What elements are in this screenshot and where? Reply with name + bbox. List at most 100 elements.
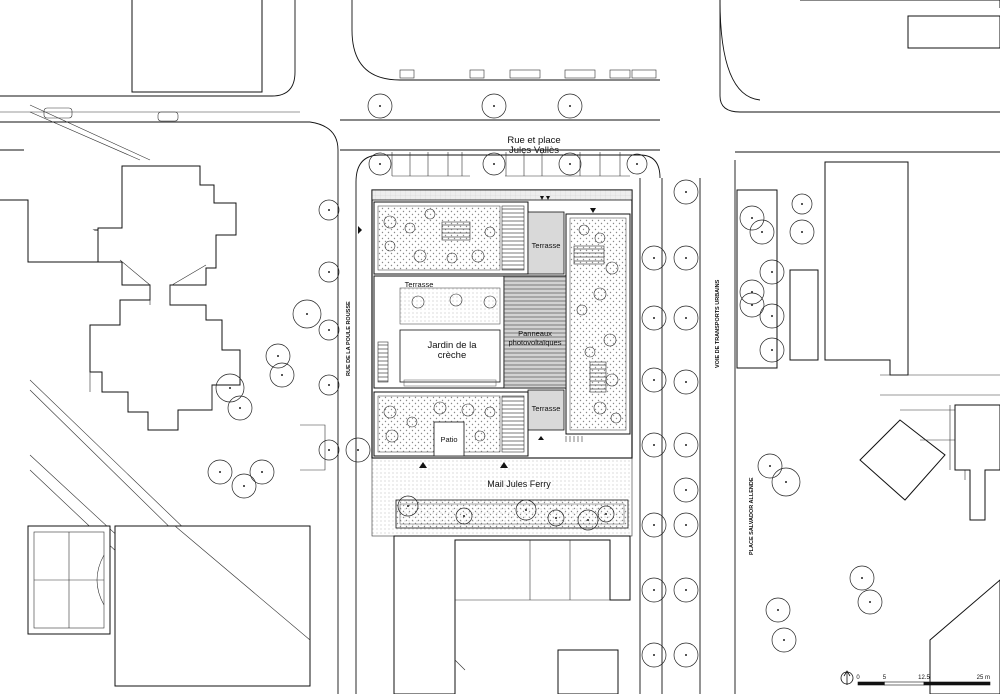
tree-icon xyxy=(641,305,667,331)
tree-trunk xyxy=(328,384,330,386)
tree-trunk xyxy=(357,449,359,451)
tree-trunk xyxy=(685,191,687,193)
tree-icon xyxy=(757,453,783,479)
label-street-top-1: Rue et place xyxy=(507,135,560,146)
label-panels-1: Panneaux xyxy=(518,329,552,338)
tree-icon xyxy=(292,299,322,329)
bush-icon xyxy=(411,295,425,309)
tree-trunk xyxy=(277,355,279,357)
tree-icon xyxy=(482,152,506,176)
tree-trunk xyxy=(771,349,773,351)
tree-trunk xyxy=(685,524,687,526)
tree-trunk xyxy=(243,485,245,487)
tree-trunk xyxy=(229,387,231,389)
tree-trunk xyxy=(636,163,638,165)
tree-icon xyxy=(318,374,340,396)
label-street-top-2: Jules Vallès xyxy=(509,145,559,156)
tree-trunk xyxy=(653,524,655,526)
tree-icon xyxy=(641,512,667,538)
bush-icon xyxy=(603,333,617,347)
tree-trunk xyxy=(281,374,283,376)
tree-trunk xyxy=(777,609,779,611)
tree-trunk xyxy=(785,481,787,483)
scale-segment xyxy=(923,681,991,686)
bush-icon xyxy=(461,403,475,417)
bush-icon xyxy=(605,373,619,387)
tree-icon xyxy=(318,439,340,461)
tree-icon xyxy=(759,259,785,285)
bush-icon xyxy=(446,252,458,264)
bush-icon xyxy=(484,406,496,418)
label-terrace-top-right: Terrasse xyxy=(532,241,561,250)
tree-trunk xyxy=(605,513,607,515)
tree-trunk xyxy=(685,589,687,591)
tree-trunk xyxy=(685,654,687,656)
bush-icon xyxy=(384,240,396,252)
tree-trunk xyxy=(587,519,589,521)
tree-trunk xyxy=(751,217,753,219)
bush-icon xyxy=(433,401,447,415)
tree-trunk xyxy=(493,105,495,107)
tree-trunk xyxy=(525,509,527,511)
tree-icon xyxy=(577,509,599,531)
tree-trunk xyxy=(685,381,687,383)
tree-icon xyxy=(558,152,582,176)
tree-icon xyxy=(673,179,699,205)
tree-trunk xyxy=(771,271,773,273)
tree-icon xyxy=(857,589,883,615)
tree-icon xyxy=(739,292,765,318)
tree-trunk xyxy=(328,329,330,331)
tree-icon xyxy=(673,642,699,668)
bush-icon xyxy=(449,293,463,307)
tree-icon xyxy=(547,509,565,527)
tree-icon xyxy=(515,499,537,521)
bush-icon xyxy=(593,401,607,415)
bush-icon xyxy=(578,224,590,236)
bush-icon xyxy=(594,232,606,244)
tree-icon xyxy=(231,473,257,499)
tree-icon xyxy=(455,507,473,525)
vehicles xyxy=(43,107,179,122)
tree-trunk xyxy=(379,105,381,107)
label-street-right: VOIE DE TRANSPORTS URBAINS xyxy=(715,279,721,368)
tree-icon xyxy=(673,432,699,458)
label-place-right: PLACE SALVADOR ALLENDE xyxy=(749,477,755,555)
street-furniture-top xyxy=(391,69,657,177)
scale-segment xyxy=(884,681,925,686)
tree-icon xyxy=(597,505,615,523)
tree-trunk xyxy=(306,313,308,315)
scale-tick-label: 0 xyxy=(856,675,860,681)
tree-icon xyxy=(641,367,667,393)
tree-icon xyxy=(771,627,797,653)
tree-icon xyxy=(789,219,815,245)
tree-trunk xyxy=(239,407,241,409)
tree-trunk xyxy=(771,315,773,317)
label-panels-2: photovoltaïques xyxy=(509,338,562,347)
tree-trunk xyxy=(769,465,771,467)
mall-pavement xyxy=(371,457,633,537)
bush-icon xyxy=(584,346,596,358)
tree-icon xyxy=(759,303,785,329)
scale-segment xyxy=(857,681,885,686)
tree-icon xyxy=(765,597,791,623)
tree-trunk xyxy=(569,105,571,107)
tree-icon xyxy=(749,219,775,245)
tree-icon xyxy=(673,512,699,538)
bush-icon xyxy=(383,405,397,419)
bush-icon xyxy=(424,208,436,220)
tree-icon xyxy=(641,432,667,458)
tree-icon xyxy=(557,93,583,119)
bush-icon xyxy=(471,249,485,263)
label-garden-2: crèche xyxy=(438,350,467,361)
label-street-left: RUE DE LA POULE ROUSSE xyxy=(346,301,352,376)
tree-trunk xyxy=(801,231,803,233)
scale-tick-label: 25 m xyxy=(977,675,990,681)
tree-icon xyxy=(481,93,507,119)
building-south xyxy=(393,535,631,694)
tree-icon xyxy=(318,319,340,341)
tree-trunk xyxy=(379,163,381,165)
label-terrace-top-left: Terrasse xyxy=(405,280,434,289)
tree-icon xyxy=(367,93,393,119)
